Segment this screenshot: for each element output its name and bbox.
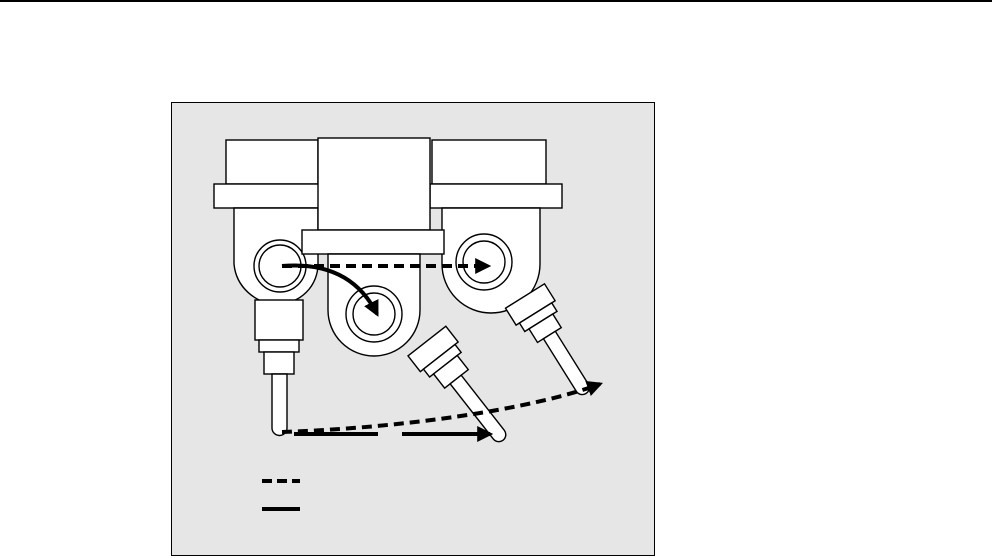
legend — [262, 481, 300, 509]
head-left-housing — [226, 140, 318, 184]
head-center-housing — [318, 138, 430, 230]
head-right-hub-inner — [463, 241, 505, 283]
head-left-tool — [272, 374, 287, 436]
head-right-housing — [432, 140, 546, 184]
head-left-collar — [259, 340, 299, 352]
head-center-flange — [302, 230, 444, 254]
head-left — [214, 140, 330, 436]
head-left-nut — [264, 352, 294, 374]
head-left-flange — [214, 184, 330, 208]
head-center-hub-inner — [353, 293, 395, 335]
head-left-spindle — [255, 300, 303, 340]
head-right-flange — [430, 184, 562, 208]
dashed-tip-path-arrow — [282, 384, 600, 432]
